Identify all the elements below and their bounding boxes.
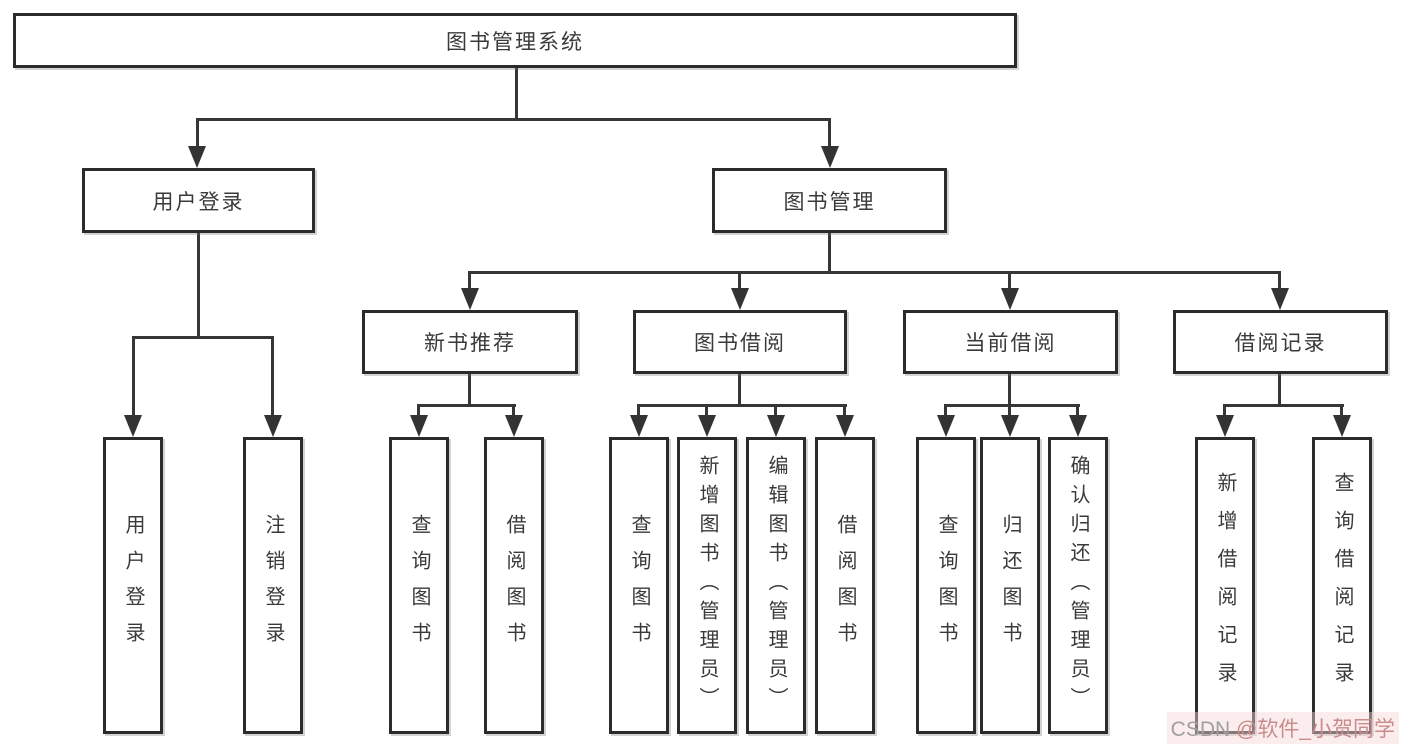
leaf-add-borrow-record: 新增借阅记录	[1195, 437, 1255, 734]
leaf-edit-book-admin: 编辑图书（管理员）	[746, 437, 806, 734]
arrow-down-icon	[1069, 415, 1087, 437]
leaf-query-books-recommend: 查询图书	[389, 437, 449, 734]
connector-line	[1008, 271, 1011, 293]
connector-line	[1008, 371, 1011, 406]
arrow-down-icon	[124, 415, 142, 437]
connector-line	[515, 68, 518, 121]
connector-line	[1224, 404, 1344, 407]
csdn-watermark: CSDN @软件_小贺同学	[1166, 712, 1399, 744]
leaf-borrow-books: 借阅图书	[815, 437, 875, 734]
leaf-logout: 注销登录	[243, 437, 303, 734]
leaf-return-books: 归还图书	[980, 437, 1040, 734]
leaf-query-borrow-record: 查询借阅记录	[1312, 437, 1372, 734]
arrow-down-icon	[836, 415, 854, 437]
connector-line	[417, 404, 420, 418]
csdn-watermark-handle: @软件_小贺同学	[1236, 718, 1395, 741]
connector-line	[738, 271, 741, 293]
connector-line	[418, 404, 516, 407]
arrow-down-icon	[1333, 415, 1351, 437]
node-current-borrow: 当前借阅	[903, 310, 1118, 374]
node-new-book-recommend: 新书推荐	[362, 310, 578, 374]
arrow-down-icon	[937, 415, 955, 437]
connector-line	[637, 404, 640, 418]
arrow-down-icon	[1271, 288, 1289, 310]
connector-line	[774, 404, 777, 418]
leaf-add-book-admin: 新增图书（管理员）	[677, 437, 737, 734]
arrow-down-icon	[821, 146, 839, 168]
arrow-down-icon	[188, 146, 206, 168]
leaf-borrow-books-recommend: 借阅图书	[484, 437, 544, 734]
connector-line	[468, 371, 471, 406]
arrow-down-icon	[731, 288, 749, 310]
arrow-down-icon	[1001, 288, 1019, 310]
arrow-down-icon	[1001, 415, 1019, 437]
connector-line	[1076, 404, 1079, 418]
leaf-user-login: 用户登录	[103, 437, 163, 734]
connector-line	[738, 371, 741, 406]
node-book-borrow: 图书借阅	[633, 310, 847, 374]
node-book-management: 图书管理	[712, 168, 947, 233]
connector-line	[843, 404, 846, 418]
arrow-down-icon	[410, 415, 428, 437]
connector-line	[197, 230, 200, 338]
connector-line	[705, 404, 708, 418]
connector-line	[1340, 404, 1343, 418]
connector-line	[1008, 404, 1011, 418]
leaf-confirm-return-admin: 确认归还（管理员）	[1048, 437, 1108, 734]
connector-line	[828, 118, 831, 148]
connector-line	[271, 336, 274, 418]
arrow-down-icon	[698, 415, 716, 437]
arrow-down-icon	[767, 415, 785, 437]
connector-line	[945, 404, 1080, 407]
arrow-down-icon	[264, 415, 282, 437]
csdn-watermark-site: CSDN	[1170, 718, 1236, 741]
arrow-down-icon	[1216, 415, 1234, 437]
node-user-login: 用户登录	[82, 168, 315, 233]
connector-line	[468, 271, 1281, 274]
connector-line	[1278, 371, 1281, 406]
connector-line	[828, 230, 831, 274]
leaf-query-books-borrow: 查询图书	[609, 437, 669, 734]
arrow-down-icon	[505, 415, 523, 437]
connector-line	[512, 404, 515, 418]
connector-line	[638, 404, 847, 407]
arrow-down-icon	[630, 415, 648, 437]
arrow-down-icon	[461, 288, 479, 310]
connector-line	[132, 336, 274, 339]
connector-line	[1278, 271, 1281, 293]
connector-line	[944, 404, 947, 418]
connector-line	[468, 271, 471, 293]
node-borrow-records: 借阅记录	[1173, 310, 1388, 374]
connector-line	[196, 118, 199, 148]
connector-line	[1223, 404, 1226, 418]
node-root: 图书管理系统	[13, 13, 1017, 68]
leaf-query-books-current: 查询图书	[916, 437, 976, 734]
connector-line	[196, 118, 831, 121]
connector-line	[132, 336, 135, 418]
